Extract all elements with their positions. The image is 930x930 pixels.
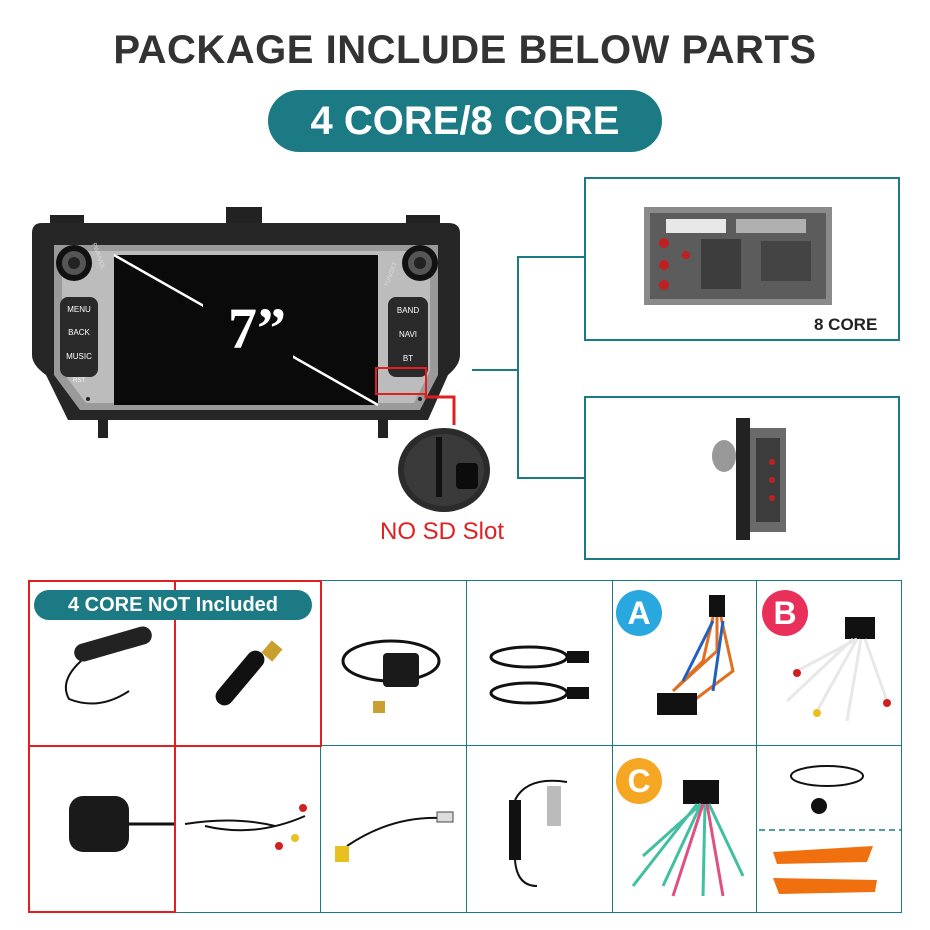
navi-button: NAVI xyxy=(398,330,418,339)
cell-gps-antenna xyxy=(320,580,468,747)
callout-line xyxy=(424,395,456,425)
eight-core-label: 8 CORE xyxy=(814,315,878,334)
not-included-frame-2 xyxy=(174,580,322,747)
cell-usb-cables xyxy=(466,580,614,747)
bracket-lines xyxy=(472,256,584,479)
reset-button: RST xyxy=(73,378,85,384)
cell-rca-cable xyxy=(174,745,322,913)
back-button: BACK xyxy=(68,328,90,337)
band-button: BAND xyxy=(396,306,420,315)
menu-button: MENU xyxy=(67,305,91,314)
core-option-pill: 4 CORE/8 CORE xyxy=(268,90,662,152)
not-included-frame-3 xyxy=(28,745,176,913)
not-included-badge: 4 CORE NOT Included xyxy=(34,590,312,620)
badge-c: C xyxy=(616,758,662,804)
cell-antenna-adapter xyxy=(466,745,614,913)
cell-usb-dongle xyxy=(28,745,177,913)
rear-view-8-core-box: 8 CORE xyxy=(584,177,900,341)
head-unit-image xyxy=(32,207,460,438)
bt-button: BT xyxy=(402,354,414,363)
music-button: MUSIC xyxy=(66,352,92,361)
sd-slot-closeup xyxy=(398,428,490,512)
page-title: PACKAGE INCLUDE BELOW PARTS xyxy=(113,28,817,72)
sd-slot-highlight xyxy=(375,367,427,395)
screen-size-label: 7” xyxy=(228,296,286,361)
left-button-panel xyxy=(60,297,98,377)
side-view-box xyxy=(584,396,900,560)
cell-camera-cable xyxy=(320,745,468,913)
no-sd-slot-label: NO SD Slot xyxy=(380,518,505,545)
badge-a: A xyxy=(616,590,662,636)
right-button-panel xyxy=(388,297,428,377)
cell-mic-and-tools xyxy=(756,745,902,913)
badge-b: B xyxy=(762,590,808,636)
